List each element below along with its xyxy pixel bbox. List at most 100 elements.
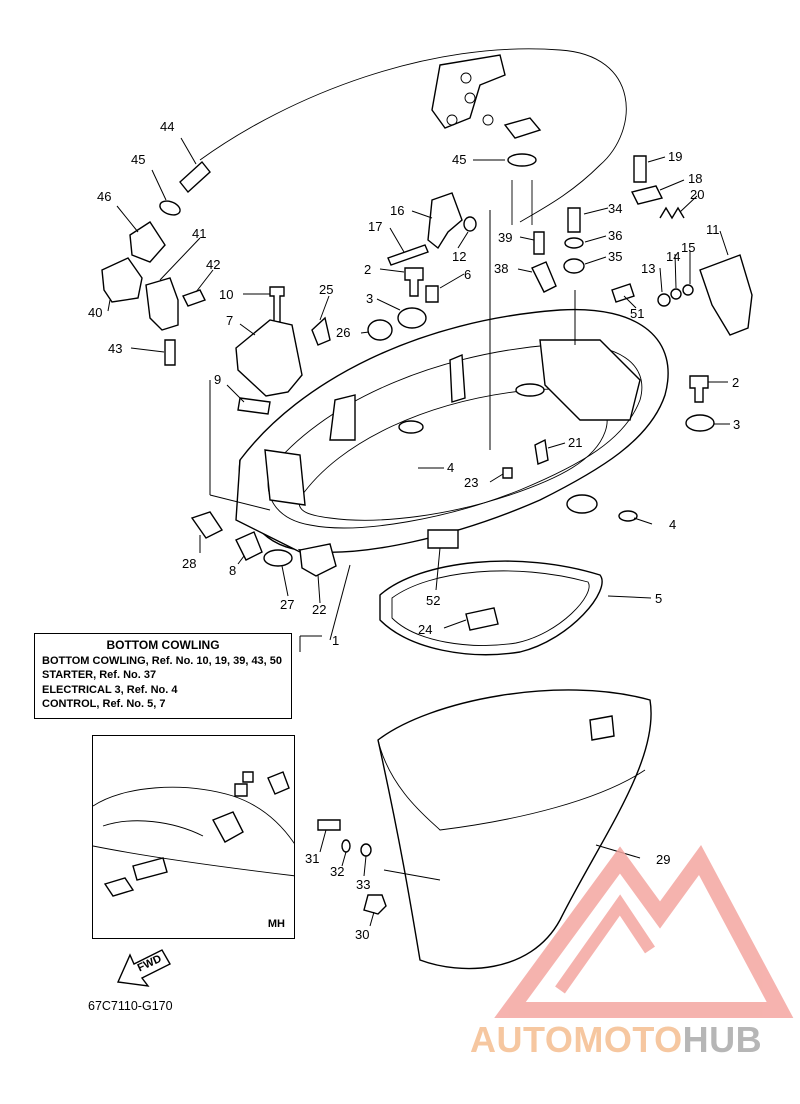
grommet-3-right xyxy=(685,414,715,432)
clip-25 xyxy=(311,316,331,346)
grommet-28 xyxy=(190,511,224,539)
bolt-34 xyxy=(567,207,581,233)
watermark-logo xyxy=(494,844,794,1018)
clamp-45-top xyxy=(507,153,537,167)
callout-label: 38 xyxy=(494,261,508,276)
pad-38 xyxy=(531,261,557,293)
callout-label: 10 xyxy=(219,287,233,302)
callout-label: 42 xyxy=(206,257,220,272)
callout-label: 44 xyxy=(160,119,174,134)
bolt-17 xyxy=(387,244,429,266)
bolt-31 xyxy=(317,819,341,831)
callout-label: 32 xyxy=(330,864,344,879)
callout-label: 30 xyxy=(355,927,369,942)
callout-label: 43 xyxy=(108,341,122,356)
callout-label: 28 xyxy=(182,556,196,571)
legend-line: STARTER, Ref. No. 37 xyxy=(42,669,157,681)
callout-label: 16 xyxy=(390,203,404,218)
plate-52 xyxy=(427,529,459,549)
callout-label: 18 xyxy=(688,171,702,186)
callout-label: 25 xyxy=(319,282,333,297)
callout-label: 39 xyxy=(498,230,512,245)
nut-12 xyxy=(463,216,477,232)
hose-end xyxy=(179,160,211,194)
callout-label: 9 xyxy=(214,372,221,387)
callout-label: 40 xyxy=(88,305,102,320)
tube-45 xyxy=(511,180,533,225)
cap-40 xyxy=(101,257,143,303)
callout-label: 3 xyxy=(366,291,373,306)
washer-36 xyxy=(564,237,584,249)
callout-label: 2 xyxy=(364,262,371,277)
callout-label: 26 xyxy=(336,325,350,340)
grommet-26 xyxy=(367,319,393,341)
legend-line: ELECTRICAL 3, Ref. No. 4 xyxy=(42,683,178,696)
callout-label: 13 xyxy=(641,261,655,276)
callout-label: 35 xyxy=(608,249,622,264)
callout-label: 7 xyxy=(226,313,233,328)
callout-label: 6 xyxy=(464,267,471,282)
screw-19 xyxy=(633,155,647,183)
callout-label: 23 xyxy=(464,475,478,490)
callout-label: 22 xyxy=(312,602,326,617)
bolt-6 xyxy=(425,285,439,303)
bolt-10 xyxy=(269,286,285,323)
callout-label: 3 xyxy=(733,417,740,432)
callout-label: 19 xyxy=(668,149,682,164)
bolt-2-right xyxy=(689,375,709,403)
legend-line: BOTTOM COWLING, Ref. No. 10, 19, 39, 43,… xyxy=(42,654,283,667)
grommet-35 xyxy=(563,258,585,274)
bolt-43 xyxy=(164,339,176,366)
callout-label: 15 xyxy=(681,240,695,255)
watermark-part2: HUB xyxy=(682,1019,763,1060)
nut-30 xyxy=(363,894,387,915)
callout-label: 51 xyxy=(630,306,644,321)
plate-18 xyxy=(630,185,664,205)
callout-label: 4 xyxy=(447,460,454,475)
callout-label: 34 xyxy=(608,201,622,216)
callout-label: 5 xyxy=(655,591,662,606)
bottom-cowling-body xyxy=(235,308,669,553)
washer-32 xyxy=(341,839,351,853)
callout-label: 12 xyxy=(452,249,466,264)
callout-label: 21 xyxy=(568,435,582,450)
washer-33 xyxy=(360,843,372,857)
watermark-part1: AUTOMOTO xyxy=(470,1019,683,1060)
hose-line xyxy=(199,48,627,223)
legend-title: BOTTOM COWLING xyxy=(106,638,220,652)
callout-label: 33 xyxy=(356,877,370,892)
bracket-7 xyxy=(235,319,303,397)
callout-label: 36 xyxy=(608,228,622,243)
callout-label: 2 xyxy=(732,375,739,390)
callout-label: 31 xyxy=(305,851,319,866)
inset-tag: MH xyxy=(267,918,285,930)
callout-label: 41 xyxy=(192,226,206,241)
fwd-arrow: FWD xyxy=(116,949,171,987)
callout-label: 8 xyxy=(229,563,236,578)
grommet-27 xyxy=(263,549,293,567)
callout-label: 11 xyxy=(706,222,720,237)
callout-label: 24 xyxy=(418,622,432,637)
leader-lines xyxy=(107,137,730,927)
lower-cowling-29 xyxy=(377,689,652,970)
callout-label: 27 xyxy=(280,597,294,612)
pad-24 xyxy=(465,607,499,631)
lever-11 xyxy=(699,254,753,336)
washer-14 xyxy=(670,288,682,300)
holder-8 xyxy=(235,531,263,561)
callout-label: 1 xyxy=(332,633,339,648)
washer-15 xyxy=(682,284,694,296)
spring-20 xyxy=(659,206,685,220)
fitting-46 xyxy=(129,221,166,263)
callout-label: 20 xyxy=(690,187,704,202)
callout-label: 14 xyxy=(666,249,680,264)
callout-label: 45 xyxy=(131,152,145,167)
washer-13 xyxy=(657,293,671,307)
inset-drawing xyxy=(93,771,294,897)
bracket-41 xyxy=(145,277,179,331)
callout-label: 46 xyxy=(97,189,111,204)
top-bracket xyxy=(431,54,542,139)
callout-label: 4 xyxy=(669,517,676,532)
rivet-23 xyxy=(502,467,513,479)
